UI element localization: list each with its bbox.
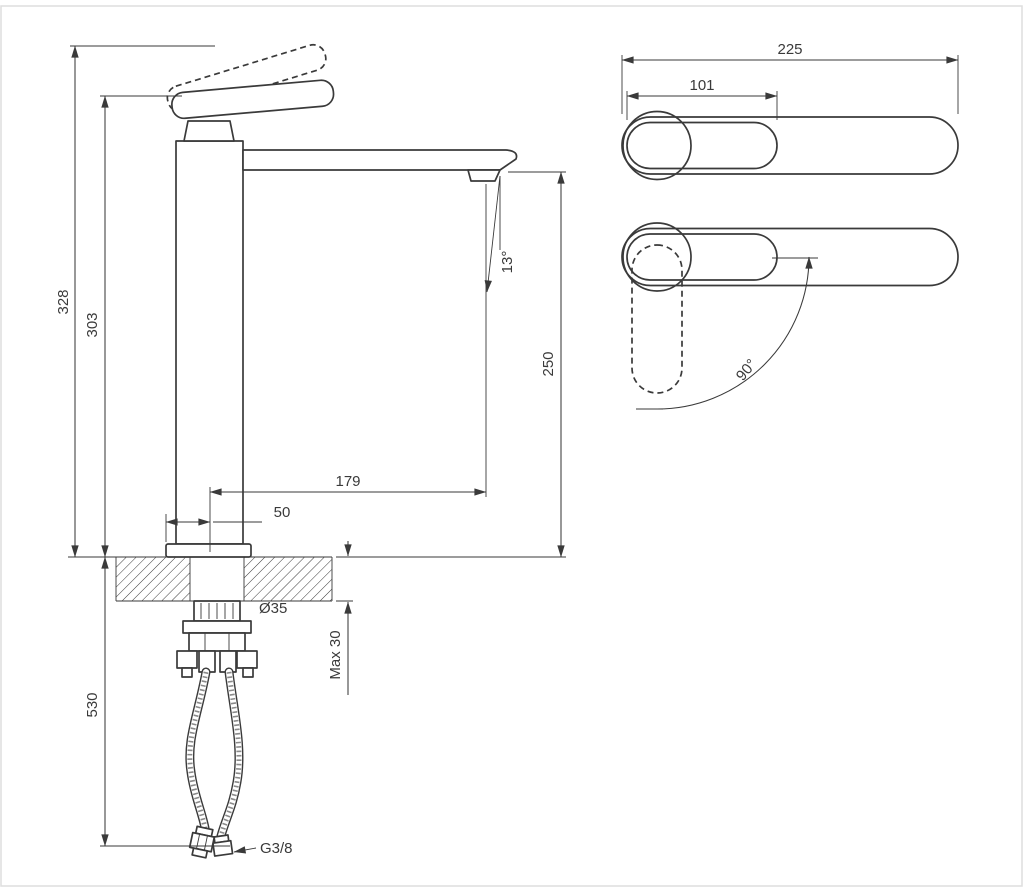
dim-label-101: 101	[689, 77, 714, 94]
dim-label-328: 328	[55, 289, 72, 314]
body-top-circle	[622, 110, 692, 181]
handle-top-outline	[626, 121, 778, 170]
hose-fitting-small	[212, 834, 234, 857]
dim-handle-length: 101	[626, 77, 778, 120]
hose-fitting-g38	[188, 825, 216, 859]
dim-spout-height: 250	[336, 171, 566, 558]
faucet-base-flange	[165, 543, 252, 558]
dim-base-offset: 50	[165, 504, 291, 542]
dim-connection-thread: G3/8	[233, 840, 293, 857]
faucet-body-column	[175, 140, 244, 545]
washer	[182, 620, 252, 634]
mounting-hardware	[176, 600, 258, 678]
body-top-circle-2	[622, 222, 692, 292]
dim-hose-length: 530	[84, 556, 230, 847]
handle-top-outline-2	[626, 233, 778, 281]
stud-tip-left	[181, 667, 193, 678]
image-border	[0, 5, 1023, 887]
handle-neck	[183, 120, 235, 142]
dim-label-max30: Max 30	[327, 630, 344, 679]
dim-label-303: 303	[84, 312, 101, 337]
deck-hatch-left	[116, 557, 190, 601]
spout-top-outline-2	[621, 227, 959, 287]
dim-label-50: 50	[274, 504, 291, 521]
flexible-hoses	[185, 667, 244, 859]
handle-raised-outline	[166, 43, 327, 113]
dim-label-179: 179	[335, 473, 360, 490]
spout-top-outline	[621, 116, 959, 175]
dim-overall-length: 225	[621, 41, 959, 114]
dim-label-530: 530	[84, 692, 101, 717]
top-view-rotated: 90°	[621, 222, 959, 410]
deck-hatch-right	[244, 557, 332, 601]
dim-spray-angle: 13°	[484, 175, 516, 293]
mounting-nut	[188, 632, 246, 652]
mounting-deck	[115, 556, 333, 602]
spout-outlet	[467, 169, 501, 182]
dim-label-250: 250	[540, 351, 557, 376]
stud-nut-right	[236, 650, 258, 669]
dim-overall-height: 328	[55, 45, 215, 558]
dim-label-225: 225	[777, 41, 802, 58]
handle-lever	[171, 79, 335, 120]
dim-hole-diameter: Ø35	[259, 600, 287, 617]
dim-max-deck-thickness: Max 30	[327, 541, 353, 695]
dim-label-d35: Ø35	[259, 600, 287, 617]
side-view: 328 303 530 250 13° 179	[55, 43, 566, 859]
handle-rotated-ghost	[631, 244, 683, 394]
top-view-aligned: 225 101	[621, 41, 959, 181]
dim-body-height: 303	[84, 95, 182, 558]
stud-tip-right	[242, 667, 254, 678]
stud-nut-left	[176, 650, 198, 669]
dim-label-13deg: 13°	[499, 251, 516, 274]
dim-label-g38: G3/8	[260, 840, 293, 857]
dim-label-90deg: 90°	[733, 356, 761, 384]
spout-arm	[242, 149, 518, 171]
dim-spout-reach: 179	[209, 184, 487, 552]
